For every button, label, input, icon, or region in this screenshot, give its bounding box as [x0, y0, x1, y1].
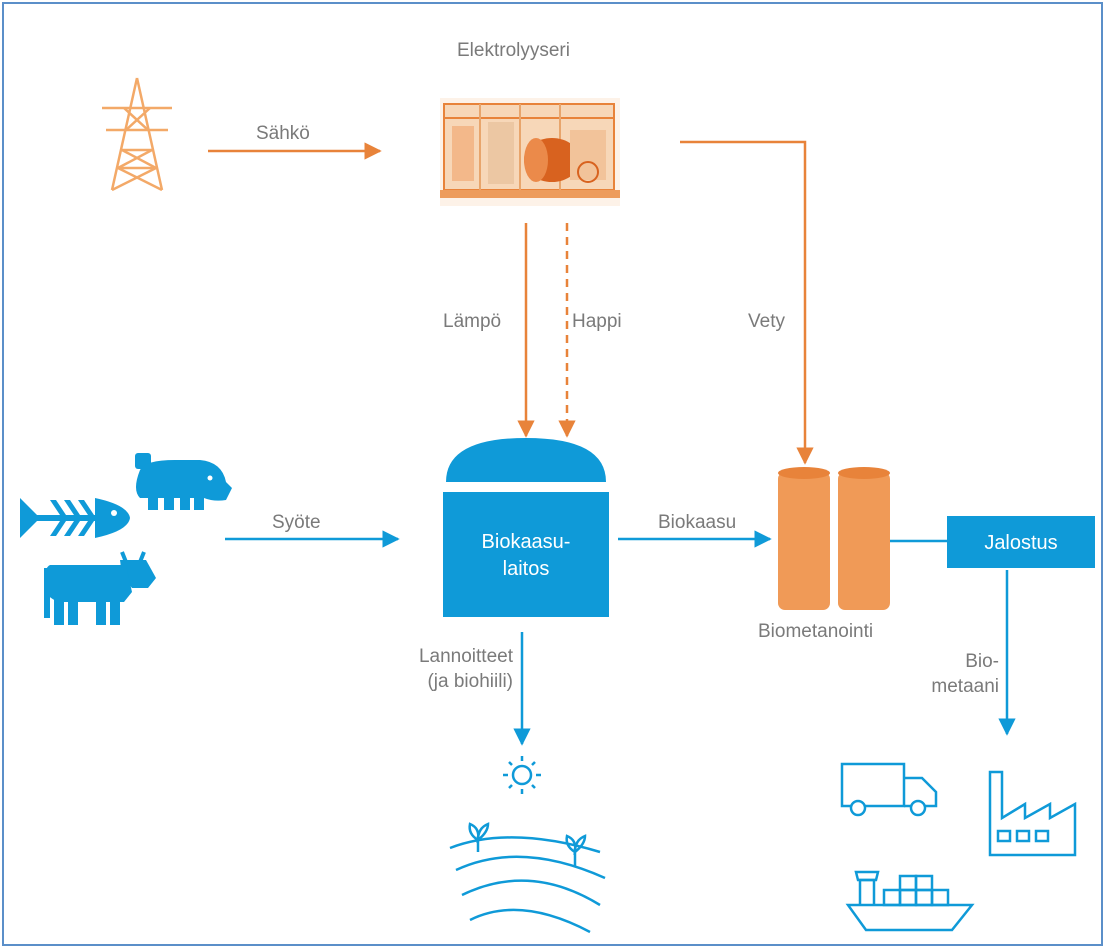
electricity-label: Sähkö	[256, 123, 310, 144]
heat-label: Lämpö	[443, 311, 501, 332]
fertilizers-label-2: (ja biohiili)	[427, 671, 513, 692]
electrolyzer-icon	[440, 98, 620, 206]
biogas-plant-label-1: Biokaasu-	[482, 531, 571, 553]
biomethane-label-2: metaani	[931, 676, 999, 697]
biomethanation-tanks-icon	[778, 467, 890, 610]
upgrading-label: Jalostus	[984, 532, 1057, 554]
feed-label: Syöte	[272, 512, 321, 533]
fertilizers-label-1: Lannoitteet	[419, 646, 514, 667]
fish-icon	[20, 498, 130, 538]
oxygen-label: Happi	[572, 311, 622, 332]
hydrogen-label: Vety	[748, 311, 785, 332]
biogas-label: Biokaasu	[658, 512, 736, 533]
pig-icon	[135, 453, 232, 510]
biomethanation-label: Biometanointi	[758, 621, 873, 642]
ship-icon	[845, 870, 975, 932]
biomethane-label-1: Bio-	[965, 651, 999, 672]
factory-icon	[988, 770, 1077, 857]
upgrading-box: Jalostus	[947, 516, 1095, 568]
biogas-plant: Biokaasu- laitos	[443, 438, 609, 617]
hydrogen-arrow	[680, 140, 814, 465]
biogas-plant-label-2: laitos	[503, 558, 550, 580]
electrolyzer-label: Elektrolyyseri	[457, 40, 570, 61]
power-pylon-icon	[102, 77, 172, 192]
cow-icon	[44, 551, 156, 625]
truck-icon	[840, 762, 938, 817]
field-sun-icon	[449, 756, 606, 934]
